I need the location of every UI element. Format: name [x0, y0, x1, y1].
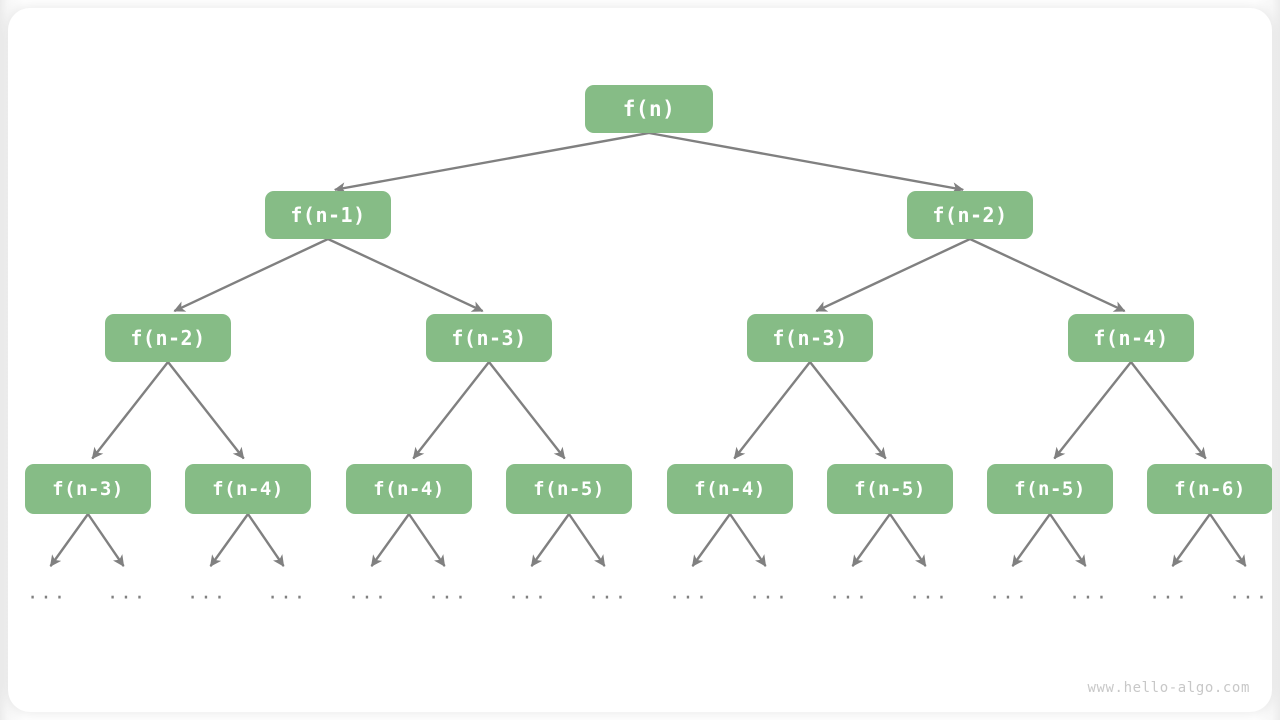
tree-node-n11: f(n-4)	[667, 464, 793, 514]
leaf-edge-n12-10	[851, 513, 891, 567]
ellipsis-node: ...	[1148, 581, 1190, 604]
tree-node-n14: f(n-6)	[1147, 464, 1272, 514]
edge-n2-n6	[969, 237, 1126, 313]
edge-n1-n3	[173, 237, 329, 313]
tree-node-n3: f(n-2)	[105, 314, 231, 362]
leaf-edge-n9-5	[408, 513, 446, 567]
edge-n4-n9	[412, 361, 490, 460]
ellipsis-node: ...	[668, 581, 710, 604]
edge-n6-n14	[1130, 361, 1207, 460]
tree-node-n9: f(n-4)	[346, 464, 472, 514]
tree-node-n6: f(n-4)	[1068, 314, 1194, 362]
tree-node-n1: f(n-1)	[265, 191, 391, 239]
edge-n3-n7	[91, 361, 169, 460]
ellipsis-node: ...	[427, 581, 469, 604]
ellipsis-node: ...	[587, 581, 629, 604]
leaf-edge-n12-11	[889, 513, 927, 567]
ellipsis-node: ...	[26, 581, 68, 604]
leaf-edge-n13-12	[1011, 513, 1051, 567]
tree-node-n2: f(n-2)	[907, 191, 1033, 239]
leaf-edge-n10-6	[530, 513, 570, 567]
ellipsis-node: ...	[988, 581, 1030, 604]
leaf-edge-n13-13	[1049, 513, 1087, 567]
tree-node-n12: f(n-5)	[827, 464, 953, 514]
leaf-edge-n8-2	[209, 513, 249, 567]
tree-node-n13: f(n-5)	[987, 464, 1113, 514]
edge-n5-n12	[809, 361, 887, 460]
leaf-edge-n14-15	[1209, 513, 1247, 567]
edge-n0-n2	[648, 131, 965, 194]
ellipsis-node: ...	[507, 581, 549, 604]
tree-node-n10: f(n-5)	[506, 464, 632, 514]
ellipsis-node: ...	[106, 581, 148, 604]
edge-n0-n1	[333, 131, 650, 194]
diagram-card: f(n) f(n-1) f(n-2) f(n-2) f(n-3) f(n-3) f(n-4)…	[8, 8, 1272, 712]
leaf-edge-n8-3	[247, 513, 285, 567]
tree-node-n0: f(n)	[585, 85, 713, 133]
ellipsis-node: ...	[908, 581, 950, 604]
ellipsis-node: ...	[186, 581, 228, 604]
ellipsis-node: ...	[748, 581, 790, 604]
leaf-edge-n14-14	[1171, 513, 1211, 567]
leaf-edge-n11-9	[729, 513, 767, 567]
ellipsis-node: ...	[1228, 581, 1270, 604]
edge-n4-n10	[488, 361, 566, 460]
watermark-label: www.hello-algo.com	[1087, 680, 1250, 696]
ellipsis-node: ...	[828, 581, 870, 604]
tree-node-n4: f(n-3)	[426, 314, 552, 362]
tree-node-n7: f(n-3)	[25, 464, 151, 514]
edge-n3-n8	[167, 361, 245, 460]
ellipsis-node: ...	[347, 581, 389, 604]
tree-node-n8: f(n-4)	[185, 464, 311, 514]
ellipsis-node: ...	[266, 581, 308, 604]
leaf-edge-n9-4	[370, 513, 410, 567]
leaf-edge-n10-7	[568, 513, 606, 567]
ellipsis-node: ...	[1068, 581, 1110, 604]
leaf-edge-n11-8	[691, 513, 731, 567]
edge-n2-n5	[815, 237, 971, 313]
leaf-edge-n7-1	[87, 513, 125, 567]
edge-n6-n13	[1053, 361, 1132, 460]
edge-n5-n11	[733, 361, 811, 460]
leaf-edge-n7-0	[49, 513, 89, 567]
edge-n1-n4	[327, 237, 484, 313]
tree-node-n5: f(n-3)	[747, 314, 873, 362]
